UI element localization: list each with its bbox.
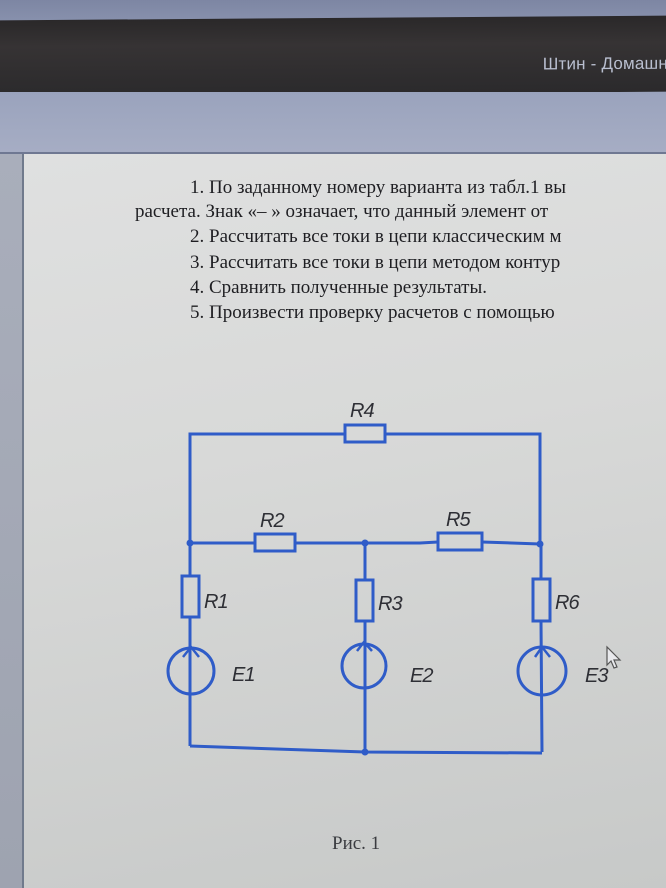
paragraph-5: 5. Произвести проверку расчетов с помощь…: [190, 302, 555, 323]
paragraph-2: 2. Рассчитать все токи в цепи классическ…: [190, 226, 562, 247]
window-title: Штин - Домашн: [542, 53, 666, 74]
window-titlebar: Штин - Домашн: [0, 15, 666, 97]
paragraph-1: 1. По заданному номеру варианта из табл.…: [190, 177, 566, 198]
paragraph-1-continuation: расчета. Знак «– » означает, что данный …: [135, 201, 549, 222]
toolbar-ribbon: [0, 92, 666, 154]
paragraph-4: 4. Сравнить полученные результаты.: [190, 277, 487, 298]
paragraph-3: 3. Рассчитать все токи в цепи методом ко…: [190, 252, 561, 273]
left-margin-pane: [0, 154, 24, 888]
figure-caption: Рис. 1: [332, 833, 381, 854]
mouse-cursor-icon: [606, 645, 622, 669]
